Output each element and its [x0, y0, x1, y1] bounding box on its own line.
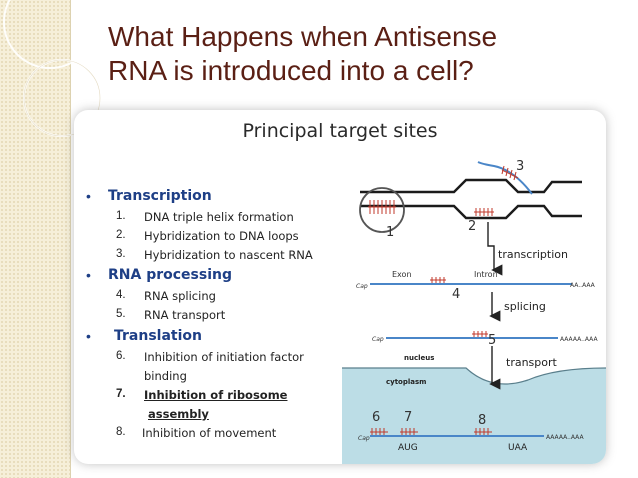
item-1-number: 1.: [116, 210, 126, 222]
polya-label-3: AAAAA..AAA: [546, 434, 584, 441]
site-number-8: 8: [478, 413, 486, 428]
item-6-text: Inhibition of initiation factor: [144, 350, 304, 364]
bullet-rna-processing: •: [86, 267, 91, 283]
nucleus-label: nucleus: [404, 354, 434, 362]
intron-label: Intron: [474, 270, 498, 279]
exon-label: Exon: [392, 270, 412, 279]
nuclear-membrane: [342, 367, 606, 385]
antisense-target-diagram: 1 2 3 transcription Exon Intron Cap AA..…: [342, 159, 606, 464]
item-4-number: 4.: [116, 289, 126, 301]
polya-label-2: AAAAA..AAA: [560, 336, 598, 343]
triple-helix-site: [359, 187, 405, 233]
item-2-text: Hybridization to DNA loops: [144, 229, 299, 243]
item-3-text: Hybridization to nascent RNA: [144, 248, 313, 262]
item-5-text: RNA transport: [144, 308, 226, 322]
item-4-text: RNA splicing: [144, 289, 216, 303]
site-number-2: 2: [468, 219, 476, 234]
cytoplasm-region: [342, 368, 606, 464]
target-sites-figure: Principal target sites • Transcription 1…: [74, 110, 606, 464]
site-number-4: 4: [452, 287, 460, 302]
figure-heading: Principal target sites: [242, 120, 438, 142]
category-transcription: Transcription: [108, 188, 212, 204]
target-sites-list: • Transcription 1. DNA triple helix form…: [74, 110, 334, 464]
site-number-3: 3: [516, 159, 524, 174]
bullet-transcription: •: [86, 188, 91, 204]
cytoplasm-label: cytoplasm: [386, 378, 426, 386]
item-2-number: 2.: [116, 229, 126, 241]
site-number-5: 5: [488, 333, 496, 348]
slide-title-line-2: RNA is introduced into a cell?: [108, 55, 474, 86]
category-translation: Translation: [114, 328, 202, 344]
transcription-arrow: [487, 222, 503, 276]
dna-helix: [360, 178, 582, 220]
polya-label-1: AA..AAA: [570, 282, 596, 289]
stop-codon-label: UAA: [508, 443, 528, 453]
item-1-text: DNA triple helix formation: [144, 210, 294, 224]
start-codon-label: AUG: [398, 443, 418, 453]
cap-label-1: Cap: [356, 283, 368, 290]
nascent-rna: [477, 161, 533, 195]
transport-oligo: [472, 331, 488, 337]
splice-oligo: [430, 277, 446, 283]
step-label-splicing: splicing: [504, 300, 546, 313]
site-number-1: 1: [386, 225, 394, 240]
site-number-7: 7: [404, 410, 412, 425]
item-3-number: 3.: [116, 248, 126, 260]
item-7-number: 7.: [116, 388, 126, 400]
item-8-text: Inhibition of movement: [142, 426, 277, 440]
step-label-transport: transport: [506, 356, 558, 369]
slide-title-line-1: What Happens when Antisense: [108, 21, 498, 52]
cap-label-2: Cap: [372, 336, 384, 343]
item-6-number: 6.: [116, 350, 126, 362]
step-label-transcription: transcription: [498, 248, 568, 261]
item-5-number: 5.: [116, 308, 126, 320]
decorative-side-band: [0, 0, 71, 478]
triple-helix-oligo: [368, 200, 396, 214]
item-8-number: 8.: [116, 426, 126, 438]
item-6-text-continued: binding: [144, 369, 187, 383]
bullet-translation: •: [86, 328, 91, 344]
slide-title: What Happens when Antisense RNA is intro…: [108, 20, 628, 88]
decorative-rings: [3, 0, 101, 137]
translation-oligos: [370, 428, 492, 435]
cap-label-3: Cap: [358, 435, 370, 442]
category-rna-processing: RNA processing: [108, 267, 232, 283]
dna-loop-oligo: [474, 208, 494, 216]
site-number-6: 6: [372, 410, 380, 425]
nascent-rna-oligo: [501, 165, 519, 181]
item-7-text: Inhibition of ribosome: [144, 388, 288, 402]
item-7-text-continued: assembly: [148, 407, 209, 421]
